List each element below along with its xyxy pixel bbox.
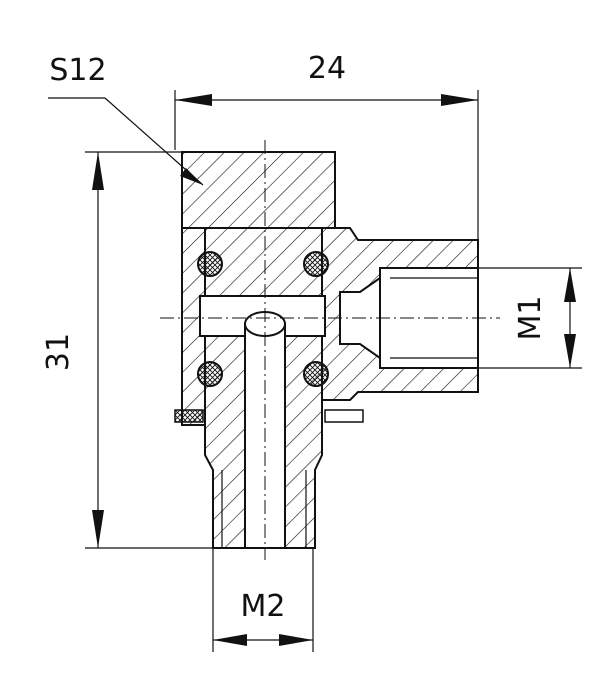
arrow-right-icon bbox=[441, 94, 478, 106]
o-ring-upper-right bbox=[303, 251, 329, 277]
height-label: 31 bbox=[41, 333, 76, 371]
arrow-left-icon bbox=[175, 94, 212, 106]
wrench-size-label: S12 bbox=[49, 53, 106, 88]
washer-right bbox=[324, 409, 364, 423]
height-dimension: 31 bbox=[41, 151, 240, 549]
thread-inlet-label: M2 bbox=[241, 589, 286, 624]
width-dimension: 24 bbox=[174, 51, 479, 265]
washer-left bbox=[174, 409, 204, 423]
thread-outlet-label: M1 bbox=[513, 296, 548, 341]
bolt-head bbox=[181, 151, 336, 229]
wrench-size-leader: S12 bbox=[48, 53, 204, 186]
thread-outlet-dimension: M1 bbox=[478, 267, 582, 369]
arrow-down-icon bbox=[92, 510, 104, 548]
o-ring-upper-left bbox=[197, 251, 223, 277]
fitting-body bbox=[174, 151, 479, 549]
width-label: 24 bbox=[308, 51, 346, 86]
o-ring-lower-right bbox=[303, 361, 329, 387]
arrow-up-icon bbox=[92, 152, 104, 190]
o-ring-lower-left bbox=[197, 361, 223, 387]
thread-inlet-dimension: M2 bbox=[212, 548, 314, 652]
